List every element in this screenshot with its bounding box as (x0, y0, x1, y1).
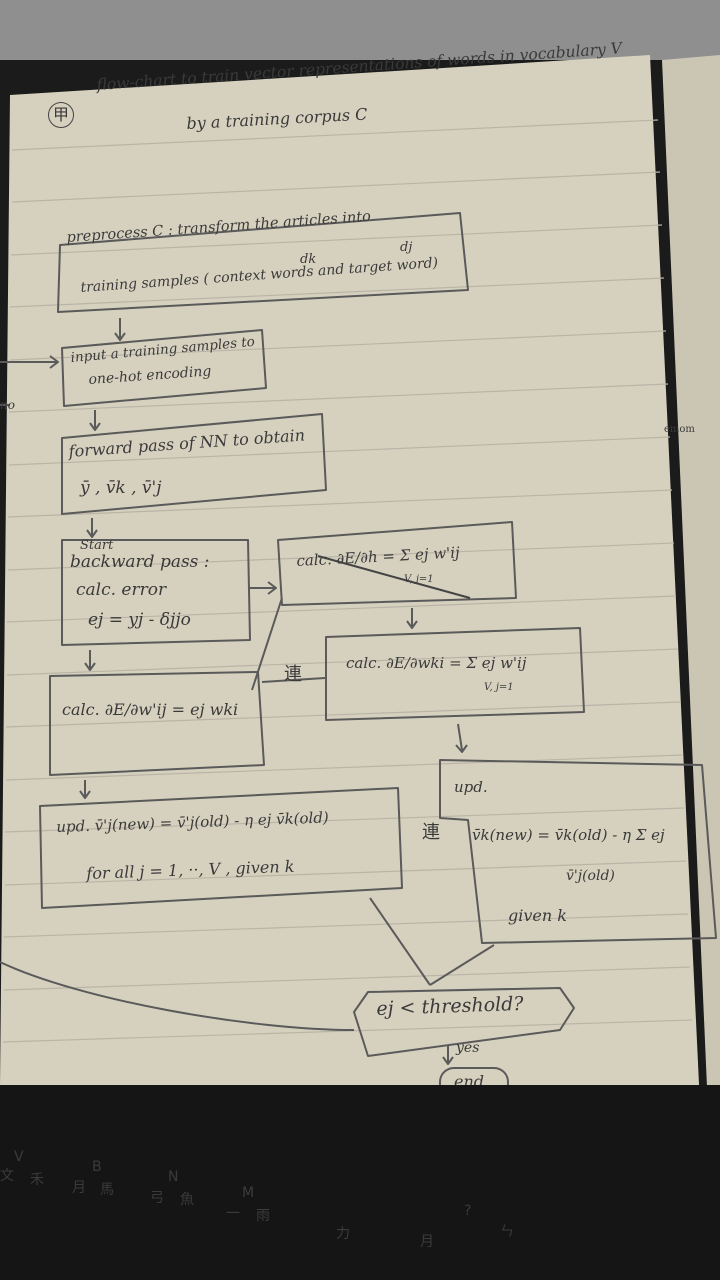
key-label: 魚 (180, 1192, 194, 1208)
key-label: 力 (336, 1226, 350, 1242)
side-tab-label: emom (664, 424, 695, 435)
title-symbol: 甲 (48, 102, 74, 128)
key-label: M (242, 1185, 255, 1201)
backward-line-3: calc. error (76, 580, 167, 600)
key-label: B (92, 1159, 102, 1175)
backward-error-formula: ej = yj - δjjo (88, 610, 191, 630)
connector-label-2: 連 (422, 822, 440, 843)
key-label: 月 (72, 1180, 86, 1196)
key-label: 月 (420, 1234, 434, 1250)
keyboard: V 文 禾 B 月 馬 N 弓 魚 M 一 雨 力 月 ? ㄣ (0, 1085, 720, 1280)
key-label: 一 (226, 1206, 240, 1222)
key-label: 禾 (30, 1172, 44, 1188)
key-label: N (168, 1169, 179, 1185)
key-label: 馬 (100, 1182, 114, 1198)
backward-start: Start (80, 538, 114, 553)
connector-label-1: 連 (284, 664, 302, 685)
loop-no-label: no (0, 398, 15, 412)
key-label: ㄣ (500, 1224, 514, 1240)
calc-wki-formula: calc. ∂E/∂wki = Σ ej w'ij (346, 654, 527, 672)
calc-wki-note: V, j=1 (484, 682, 514, 693)
yes-label: yes (456, 1040, 480, 1056)
preprocess-annotation-dj: dj (400, 240, 413, 255)
crossed-calc-note: V, j=1 (404, 574, 434, 585)
key-label: 弓 (150, 1190, 164, 1206)
backward-line-2: backward pass : (70, 552, 210, 572)
calc-w-formula: calc. ∂E/∂w'ij = ej wki (62, 700, 239, 719)
key-label: V (14, 1149, 24, 1165)
update-k-label: upd. (454, 778, 488, 796)
background-surface (0, 0, 720, 60)
forward-line-2: ȳ , v̄k , v̄'j (80, 478, 162, 498)
update-k-given: given k (508, 906, 567, 925)
update-k-old: v̄'j(old) (566, 868, 615, 884)
preprocess-annotation-dk: dk (300, 252, 317, 267)
update-k-formula: v̄k(new) = v̄k(old) - η Σ ej (472, 826, 665, 844)
key-label: 文 (0, 1168, 14, 1184)
key-label: 雨 (256, 1208, 270, 1224)
key-label: ? (464, 1203, 472, 1219)
